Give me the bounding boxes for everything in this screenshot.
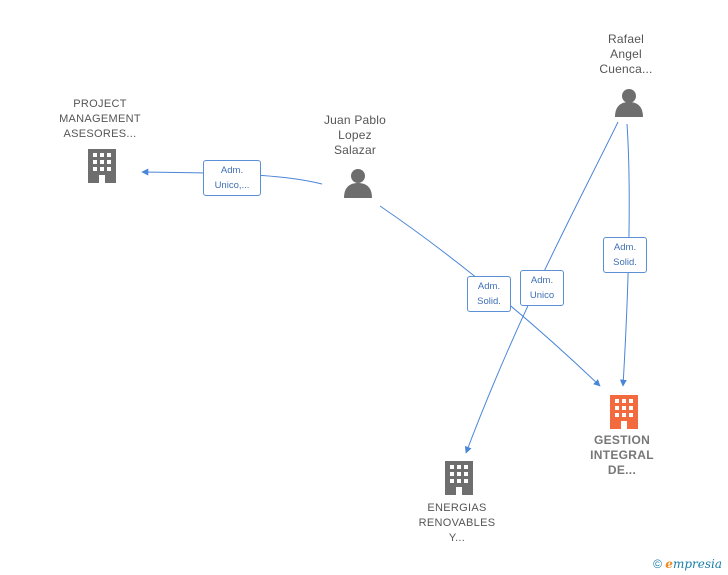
edge-label-line: Adm. [220,165,244,176]
node-label-line: GESTION [593,433,651,447]
node-label-line: Cuenca... [599,62,653,76]
node-label-energias[interactable]: ENERGIAS RENOVABLES Y... [397,501,517,546]
node-label-line: MANAGEMENT [59,113,141,125]
edge-rafael-energias[interactable] [464,121,619,454]
empresia-logo[interactable]: © empresia [653,557,722,571]
node-label-rafael[interactable]: Rafael Angel Cuenca... [566,32,686,77]
node-label-line: ENERGIAS [427,502,487,514]
edge-label-rafael-energias[interactable]: Adm. Unico [520,270,564,306]
edge-label-line: Solid. [613,257,637,268]
node-label-line: Rafael [608,32,644,46]
person-icon-rafael[interactable] [615,89,643,117]
node-label-line: Y... [448,532,466,544]
edge-label-line: Unico [529,290,555,301]
node-label-line: ASESORES... [63,128,137,140]
building-icon-gestion[interactable] [610,395,638,429]
node-label-line: Juan Pablo [323,113,387,127]
node-label-line: INTEGRAL [590,448,654,462]
edge-label-line: Unico,... [214,180,250,191]
brand-initial: e [665,557,673,571]
building-icon-project[interactable] [88,149,116,183]
node-label-juan[interactable]: Juan Pablo Lopez Salazar [295,113,415,158]
edge-label-line: Adm. [477,281,501,292]
edge-label-line: Adm. [613,242,637,253]
node-label-gestion[interactable]: GESTION INTEGRAL DE... [562,433,682,478]
copyright-symbol: © [653,557,662,571]
node-label-line: Lopez [338,128,372,142]
node-label-project[interactable]: PROJECT MANAGEMENT ASESORES... [40,97,160,142]
person-icon-juan[interactable] [344,169,372,198]
node-label-line: RENOVABLES [418,517,496,529]
node-label-line: PROJECT [73,98,127,110]
edge-label-line: Solid. [477,296,501,307]
brand-rest: mpresia [672,557,722,571]
node-label-line: Angel [610,47,642,61]
building-icon-energias[interactable] [445,461,473,495]
node-label-line: Salazar [333,143,377,157]
brand-name: empresia [665,557,722,571]
node-label-line: DE... [607,463,637,477]
edge-label-juan-project[interactable]: Adm. Unico,... [203,160,261,196]
edge-label-line: Adm. [530,275,554,286]
edge-label-rafael-gestion[interactable]: Adm. Solid. [603,237,647,273]
edge-label-juan-gestion[interactable]: Adm. Solid. [467,276,511,312]
